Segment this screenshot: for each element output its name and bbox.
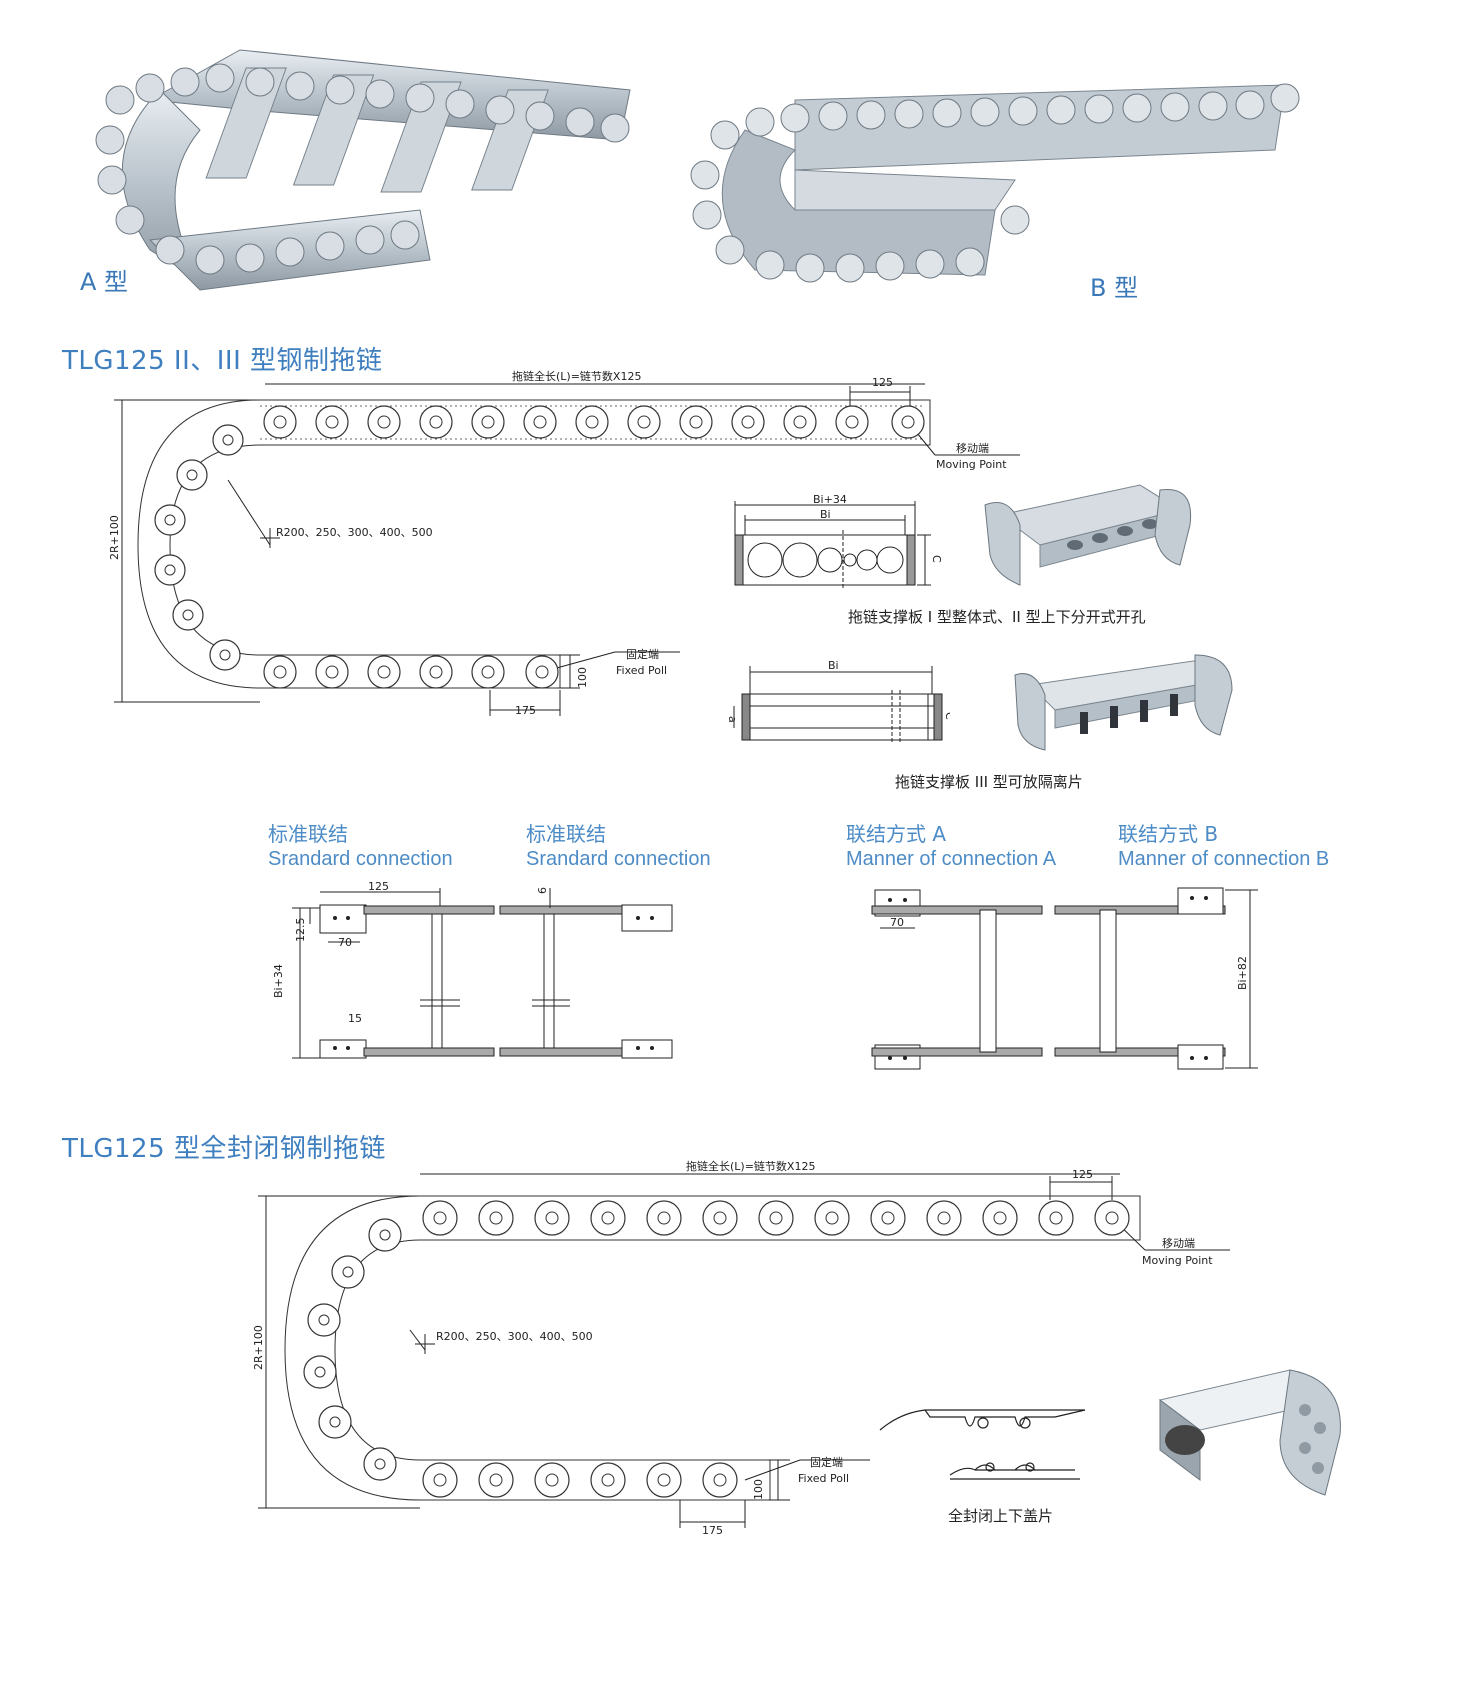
plate1-bi34: Bi+34 bbox=[813, 495, 847, 506]
s2-total-length: 拖链全长(L)=链节数X125 bbox=[686, 1160, 815, 1173]
type-b-chain-photo bbox=[690, 83, 1300, 283]
section2-chain-drawing: 拖链全长(L)=链节数X125 125 移动端 Moving Point R20… bbox=[252, 1160, 1230, 1537]
s1-moving-cn: 移动端 bbox=[956, 442, 989, 455]
conn-1-en: Srandard connection bbox=[268, 848, 453, 870]
plate3-a: a bbox=[726, 716, 739, 723]
conn-3-en: Manner of connection A bbox=[846, 848, 1057, 870]
conn-dim-12-5: 12.5 bbox=[294, 918, 307, 943]
conn-3-cn: 联结方式 A bbox=[846, 822, 947, 846]
s2-dim-100: 100 bbox=[752, 1479, 765, 1500]
type-b-label: B 型 bbox=[1090, 274, 1139, 302]
plate1-bi: Bi bbox=[820, 508, 831, 521]
s2-pitch: 125 bbox=[1072, 1168, 1093, 1181]
support-plate-1-photo bbox=[984, 484, 1192, 586]
enclosed-chain-photo bbox=[1158, 1369, 1341, 1496]
s2-fixed-cn: 固定端 bbox=[810, 1455, 843, 1469]
s2-fixed-en: Fixed Poll bbox=[798, 1472, 849, 1485]
section2-title: TLG125 型全封闭钢制拖链 bbox=[62, 1134, 386, 1164]
conn-dim-15: 15 bbox=[348, 1012, 362, 1025]
section1-chain-drawing: 拖链全长(L)=链节数X125 125 移动端 Moving Point R20… bbox=[108, 370, 1020, 717]
s2-radius: R200、250、300、400、500 bbox=[436, 1330, 593, 1343]
s2-dim-175: 175 bbox=[702, 1524, 723, 1537]
plate3-caption: 拖链支撑板 III 型可放隔离片 bbox=[895, 773, 1083, 791]
plate3-bi: Bi bbox=[828, 659, 839, 672]
conn-dim-bi82: Bi+82 bbox=[1236, 956, 1249, 990]
connection-drawings: 125 12.5 70 Bi+34 15 6 70 Bi+82 bbox=[272, 880, 1258, 1070]
s2-moving-en: Moving Point bbox=[1142, 1254, 1213, 1267]
conn-dim-bi34: Bi+34 bbox=[272, 964, 285, 998]
s2-moving-cn: 移动端 bbox=[1162, 1237, 1195, 1250]
s1-moving-en: Moving Point bbox=[936, 458, 1007, 471]
s1-dim-100: 100 bbox=[576, 667, 589, 688]
s1-height: 2R+100 bbox=[108, 515, 121, 560]
s1-dim-175: 175 bbox=[515, 704, 536, 717]
s1-total-length: 拖链全长(L)=链节数X125 bbox=[512, 370, 641, 383]
conn-dim-70b: 70 bbox=[890, 916, 904, 929]
conn-1-cn: 标准联结 bbox=[268, 822, 348, 846]
s2-height: 2R+100 bbox=[252, 1325, 265, 1370]
conn-2-en: Srandard connection bbox=[526, 848, 711, 870]
s1-pitch: 125 bbox=[872, 376, 893, 389]
conn-dim-125: 125 bbox=[368, 880, 389, 893]
section1-title: TLG125 II、III 型钢制拖链 bbox=[62, 346, 383, 376]
plate1-c: C bbox=[930, 555, 943, 563]
cover-profile-drawing bbox=[879, 1409, 1086, 1480]
s1-fixed-en: Fixed Poll bbox=[616, 664, 667, 677]
conn-dim-70: 70 bbox=[338, 936, 352, 949]
s1-fixed-cn: 固定端 bbox=[626, 647, 659, 661]
conn-dim-6: 6 bbox=[536, 887, 549, 894]
conn-4-en: Manner of connection B bbox=[1118, 848, 1330, 870]
plate3-c: C bbox=[943, 712, 950, 720]
conn-4-cn: 联结方式 B bbox=[1118, 822, 1219, 846]
plate1-caption: 拖链支撑板 I 型整体式、II 型上下分开式开孔 bbox=[848, 608, 1146, 626]
support-plate-3-photo bbox=[1014, 654, 1233, 751]
conn-2-cn: 标准联结 bbox=[526, 822, 606, 846]
cover-caption: 全封闭上下盖片 bbox=[948, 1507, 1054, 1525]
s1-radius: R200、250、300、400、500 bbox=[276, 526, 433, 539]
support-plate-3-drawing: Bi a C bbox=[726, 659, 950, 744]
support-plate-1-drawing: Bi+34 Bi C bbox=[734, 495, 943, 590]
type-a-label: A 型 bbox=[80, 268, 129, 296]
type-a-chain-photo bbox=[95, 49, 631, 291]
